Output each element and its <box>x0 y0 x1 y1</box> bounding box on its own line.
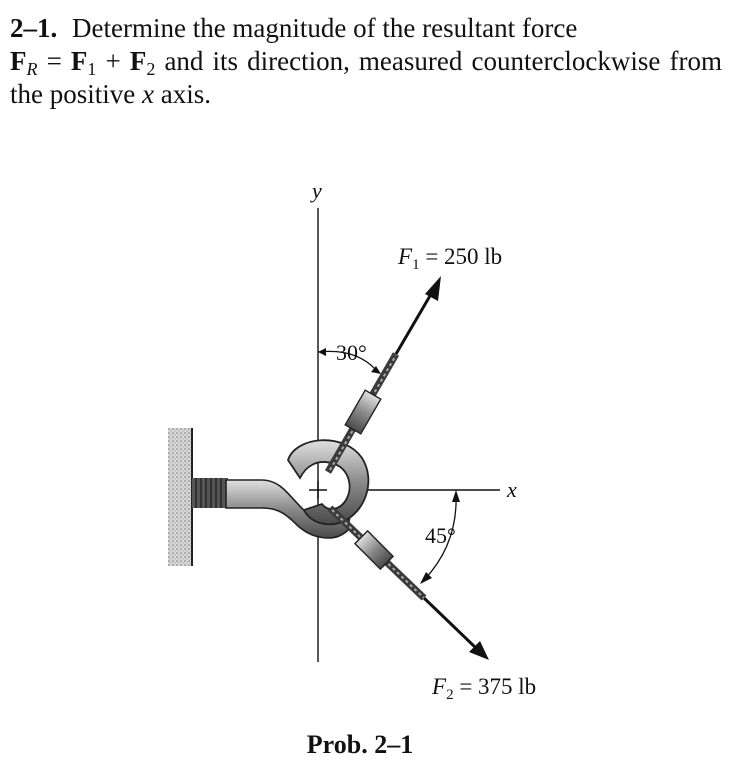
figure-caption: Prob. 2–1 <box>0 730 740 760</box>
angle-30-tick <box>318 348 326 356</box>
y-axis-label: y <box>310 178 322 203</box>
f1-sub: 1 <box>87 59 97 79</box>
problem-text-start: Determine the magnitude of the resultant… <box>72 13 578 43</box>
angle-45-arc <box>423 493 457 581</box>
problem-statement: 2–1. Determine the magnitude of the resu… <box>10 12 722 111</box>
f1-arrowhead <box>425 276 441 301</box>
x-axis-label: x <box>506 477 517 502</box>
f1-label-sub: 1 <box>412 257 420 273</box>
f1-arrow-shaft <box>394 288 436 355</box>
angle-30-arrowhead <box>371 366 381 374</box>
f2-label-sub: 2 <box>446 687 454 703</box>
f1-cable <box>324 352 400 474</box>
angle-45-arrowhead-top <box>452 490 460 502</box>
origin-marker <box>309 481 327 499</box>
f2-sub: 2 <box>146 59 156 79</box>
problem-number: 2–1. <box>10 13 58 43</box>
f2-label: F2 = 375 lb <box>431 674 536 703</box>
f2-label-symbol: F <box>431 674 447 699</box>
problem-text-mid: and its direction, measured counterclock… <box>10 46 722 109</box>
f2-label-value: = 375 lb <box>454 674 537 699</box>
f1-label-value: = 250 lb <box>420 244 503 269</box>
f1-label: F1 = 250 lb <box>397 244 502 273</box>
f2-arrowhead <box>469 641 489 660</box>
f2-arrow-shaft <box>422 596 478 650</box>
fr-sub: R <box>26 59 38 79</box>
angle-45-label: 45° <box>425 523 456 548</box>
f1-symbol: F <box>70 46 88 76</box>
f2-symbol: F <box>129 46 147 76</box>
wall-support <box>168 428 192 566</box>
caption-text: Prob. 2–1 <box>306 730 414 759</box>
f1-label-symbol: F <box>397 244 413 269</box>
f2-cable <box>327 505 427 601</box>
angle-45-arrowhead-bottom <box>420 572 432 584</box>
plus-sign: + <box>96 46 130 76</box>
fr-symbol: F <box>10 46 27 76</box>
eq-sign: = <box>37 46 71 76</box>
angle-30-label: 30° <box>336 340 367 365</box>
axis-variable: x <box>141 79 154 109</box>
problem-text-end: axis. <box>153 79 211 109</box>
